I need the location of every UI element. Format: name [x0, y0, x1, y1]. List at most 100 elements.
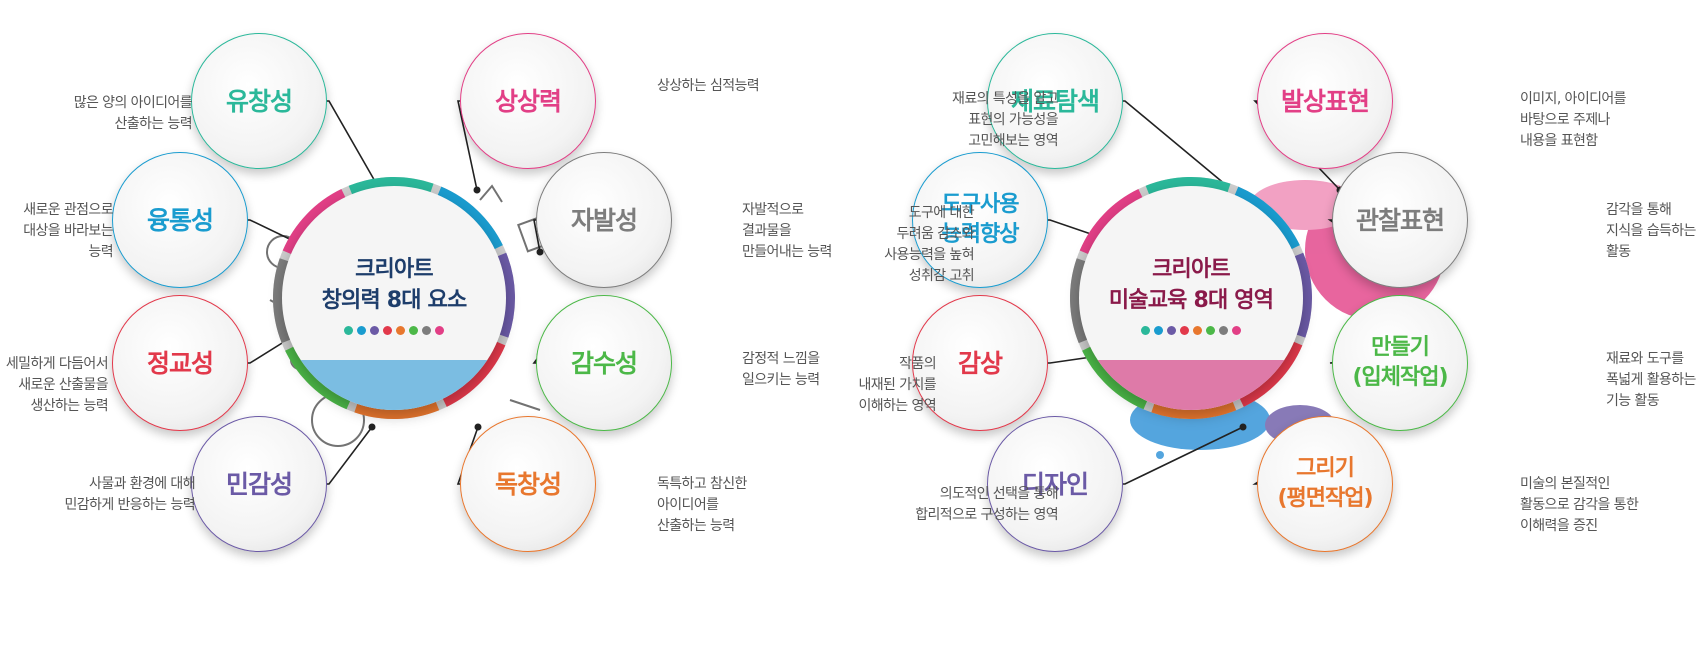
node-right-0: 재료탐색 [987, 33, 1123, 169]
description-line: 생산하는 능력 [30, 398, 108, 414]
description-line: 성취감 고취 [908, 268, 975, 284]
color-dot [370, 326, 379, 335]
color-dot [1206, 326, 1215, 335]
description-line: 이미지, 아이디어를 [1520, 91, 1627, 107]
node-title: 발상표현 [1280, 86, 1370, 116]
description-line: 내재된 가치를 [858, 377, 936, 393]
node-left-4: 상상력 [460, 33, 596, 169]
description-line: 산출하는 능력 [657, 518, 735, 534]
node-title: 감수성 [570, 348, 638, 378]
color-dot [1193, 326, 1202, 335]
description-line: 사물과 환경에 대해 [89, 476, 196, 492]
description-line: 기능 활동 [1606, 393, 1660, 409]
connector-line [1110, 100, 1233, 191]
color-dot [1219, 326, 1228, 335]
node-title: 그리기(평면작업) [1277, 456, 1373, 511]
node-left-5: 자발성 [536, 152, 672, 288]
node-left-1: 융통성 [112, 152, 248, 288]
description-line: 고민해보는 영역 [968, 133, 1058, 149]
description-line: 민감하게 반응하는 능력 [64, 497, 196, 513]
node-title: 재료탐색 [1010, 86, 1100, 116]
connector-dot [473, 186, 481, 194]
center-band [282, 360, 506, 410]
node-left-2: 정교성 [112, 295, 248, 431]
description-line: 활동으로 감각을 통한 [1520, 497, 1639, 513]
description-line: 의도적인 선택을 통해 [939, 486, 1059, 502]
description-line: 세밀하게 다듬어서 [5, 356, 109, 372]
description-line: 많은 양의 아이디어를 [73, 95, 193, 111]
node-title: 관찰표현 [1355, 205, 1445, 235]
description-line: 도구에 대한 [908, 205, 975, 221]
center-title-line1: 크리아트 [355, 257, 434, 282]
node-title: 감상 [957, 348, 1003, 378]
node-right-4: 발상표현 [1257, 33, 1393, 169]
description-line: 재료와 도구를 [1606, 351, 1684, 367]
description-line: 상상하는 심적능력 [657, 78, 760, 94]
description-line: 내용을 표현함 [1520, 133, 1598, 149]
description-line: 일으키는 능력 [742, 372, 820, 388]
color-dot [1167, 326, 1176, 335]
node-right-6: 만들기(입체작업) [1332, 295, 1468, 431]
color-dot [344, 326, 353, 335]
description-line: 능력 [88, 244, 113, 260]
center-ring-segment [1070, 177, 1312, 419]
node-title: 자발성 [570, 205, 638, 235]
center-band [1079, 360, 1303, 410]
description-line: 자발적으로 [742, 202, 804, 218]
description-line: 만들어내는 능력 [742, 244, 832, 260]
connector-dot [1239, 423, 1247, 431]
node-title: 유창성 [225, 86, 293, 116]
description-line: 독특하고 참신한 [657, 476, 747, 492]
node-left-0: 유창성 [191, 33, 327, 169]
description-line: 활동 [1606, 244, 1631, 260]
description-line: 산출하는 능력 [114, 116, 192, 132]
description-line: 표현의 가능성을 [968, 112, 1058, 128]
color-dot [357, 326, 366, 335]
description-line: 아이디어를 [657, 497, 719, 513]
description-line: 이해력을 증진 [1520, 518, 1598, 534]
node-title: 정교성 [146, 348, 214, 378]
connector-dot [536, 248, 544, 256]
description-line: 대상을 바라보는 [23, 223, 113, 239]
description-line: 재료의 특성을 알고 [952, 91, 1059, 107]
description-line: 사용능력을 높혀 [884, 247, 974, 263]
connector-dot [474, 423, 482, 431]
description-line: 감정적 느낌을 [742, 351, 820, 367]
node-title: 융통성 [146, 205, 214, 235]
node-title: 민감성 [225, 469, 293, 499]
center-ring-segment [273, 177, 515, 419]
node-right-5: 관찰표현 [1332, 152, 1468, 288]
description-line: 두려움 감소와 [896, 226, 974, 242]
description-line: 새로운 산출물을 [18, 377, 108, 393]
color-dot [1141, 326, 1150, 335]
description-line: 감각을 통해 [1606, 202, 1672, 218]
color-dots [1079, 326, 1303, 335]
color-dot [435, 326, 444, 335]
node-title: 상상력 [494, 86, 562, 116]
description-line: 새로운 관점으로 [23, 202, 113, 218]
connector-dot [368, 423, 376, 431]
center-title-line1: 크리아트 [1152, 257, 1231, 282]
node-right-2: 감상 [912, 295, 1048, 431]
